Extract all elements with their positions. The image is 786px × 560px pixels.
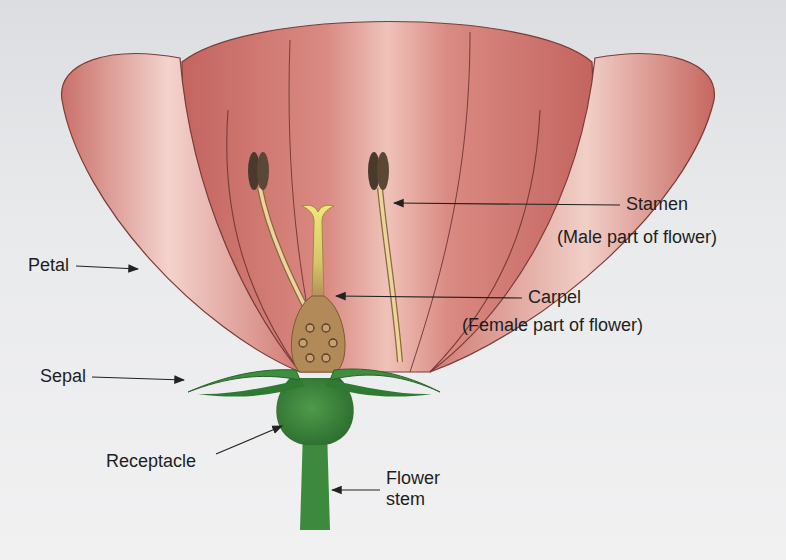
part-label: (Female part of flower) (462, 315, 643, 336)
part-label: (Male part of flower) (557, 227, 717, 248)
part-label: Sepal (40, 366, 86, 387)
part-label: Stamen (626, 194, 688, 215)
part-label: Flower stem (386, 468, 456, 509)
part-label: Petal (28, 255, 69, 276)
part-label: Carpel (528, 287, 581, 308)
part-label: Receptacle (106, 451, 196, 472)
